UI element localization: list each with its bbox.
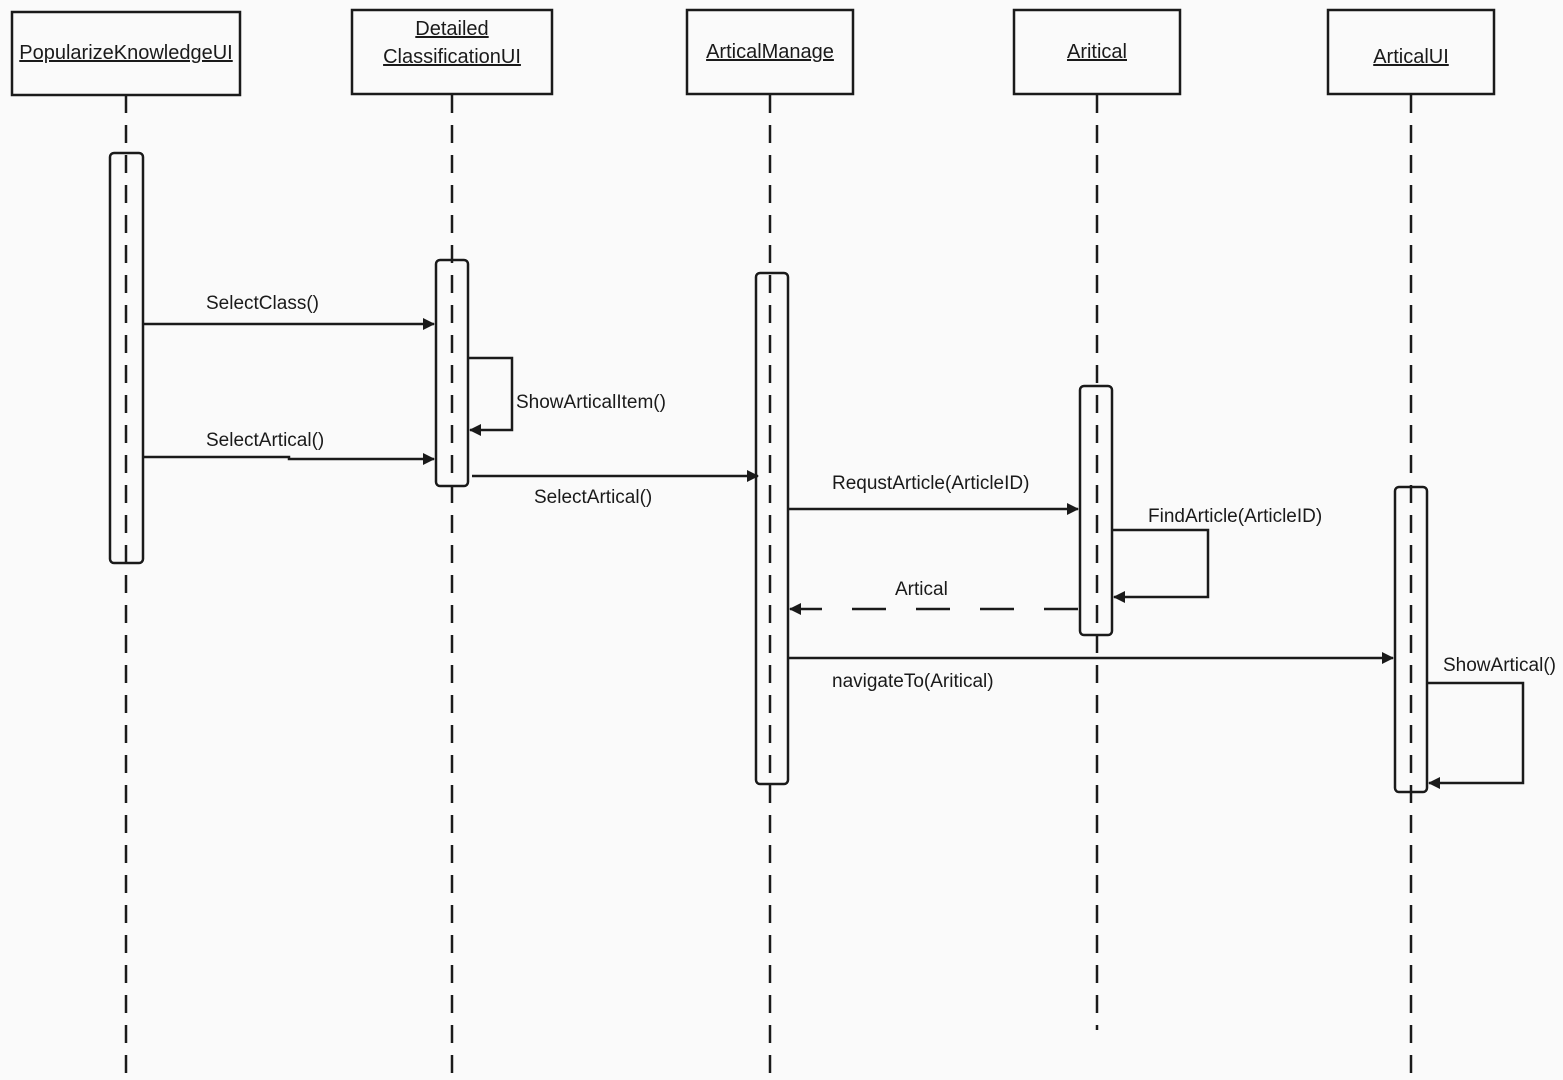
message-select-artical-2: SelectArtical() — [472, 470, 759, 508]
object-artical-ui: ArticalUI — [1326, 8, 1496, 96]
activation-detailed-classification-ui — [434, 258, 470, 488]
object-label: ArticalUI — [1373, 46, 1449, 68]
message-label: SelectArtical() — [206, 430, 324, 451]
object-label: Aritical — [1067, 41, 1127, 63]
activation-aritical — [1078, 384, 1114, 637]
message-return-artical: Artical — [789, 579, 1078, 615]
object-popularize-knowledge-ui: PopularizeKnowledgeUI — [10, 10, 242, 97]
message-show-artical-item: ShowArticalItem() — [468, 356, 666, 436]
message-requst-article: RequstArticle(ArticleID) — [788, 473, 1079, 515]
object-label: PopularizeKnowledgeUI — [19, 42, 232, 64]
activation-popularize-knowledge-ui — [108, 151, 145, 565]
message-find-article: FindArticle(ArticleID) — [1112, 506, 1322, 603]
message-label: SelectClass() — [206, 293, 319, 314]
message-label: navigateTo(Aritical) — [832, 671, 994, 692]
message-show-artical: ShowArtical() — [1427, 655, 1556, 789]
message-navigate-to: navigateTo(Aritical) — [788, 652, 1394, 692]
activation-artical-manage — [754, 271, 790, 786]
message-label: Artical — [895, 579, 948, 600]
object-artical-manage: ArticalManage — [685, 8, 855, 96]
message-label: SelectArtical() — [534, 487, 652, 508]
message-label: ShowArtical() — [1443, 655, 1556, 676]
message-label: RequstArticle(ArticleID) — [832, 473, 1029, 494]
message-label: ShowArticalItem() — [516, 392, 666, 413]
message-select-class: SelectClass() — [143, 293, 435, 330]
object-label-line-2: ClassificationUI — [383, 46, 521, 68]
message-label: FindArticle(ArticleID) — [1148, 506, 1322, 527]
object-detailed-classification-ui: Detailed ClassificationUI — [350, 8, 554, 96]
message-select-artical-1: SelectArtical() — [143, 430, 435, 465]
object-aritical: Aritical — [1012, 8, 1182, 96]
object-label: ArticalManage — [706, 41, 834, 63]
activation-artical-ui — [1393, 485, 1429, 794]
object-label-line-1: Detailed — [415, 18, 488, 40]
